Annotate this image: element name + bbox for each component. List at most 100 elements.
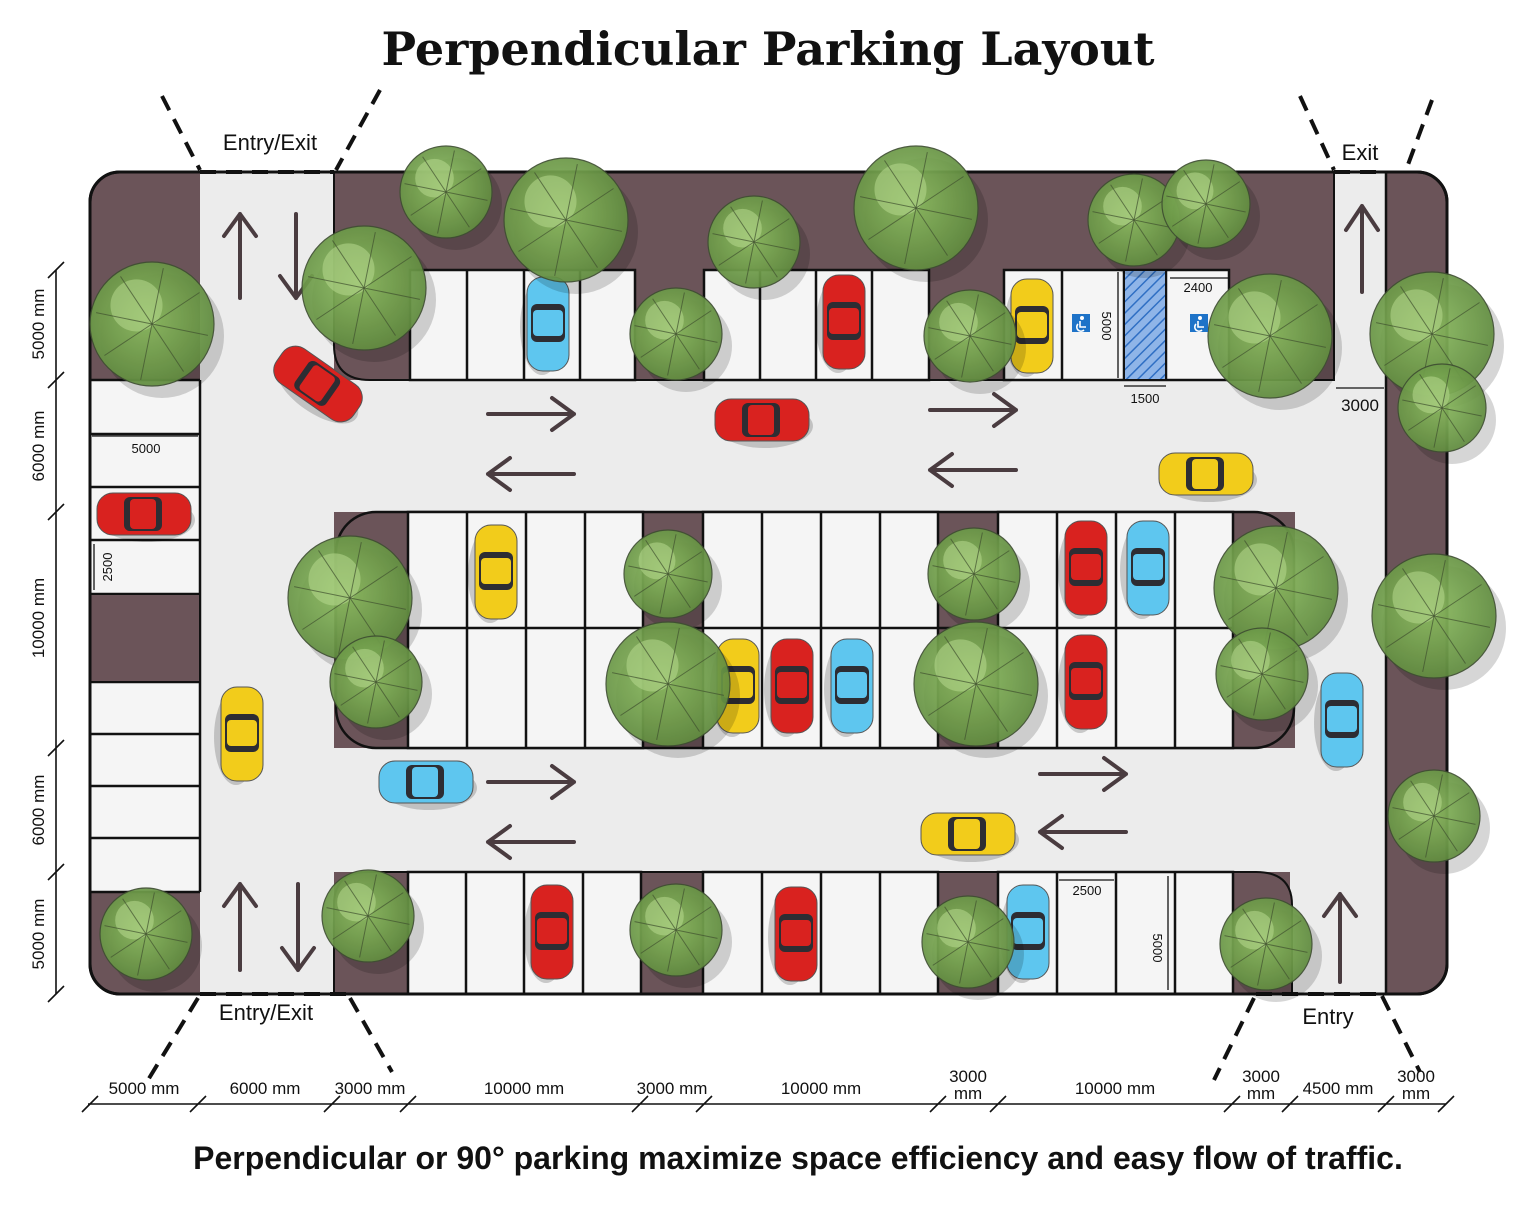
tree-icon <box>623 529 722 630</box>
car-icon <box>824 638 874 737</box>
dim-left-stall-depth: 2500 <box>100 553 115 582</box>
car-icon <box>1004 278 1054 377</box>
car-icon <box>273 345 363 424</box>
direction-arrow-icon <box>928 452 1018 488</box>
car-icon <box>96 492 195 542</box>
accessible-parking-icon <box>1072 314 1090 333</box>
direction-arrow-icon <box>928 392 1018 428</box>
tree-icon <box>629 883 732 988</box>
tree-icon <box>1371 553 1506 690</box>
tree-icon <box>89 261 224 398</box>
car-icon <box>1058 634 1108 733</box>
car-icon <box>764 638 814 737</box>
dim-bottom-stall-width: 2500 <box>1073 883 1102 898</box>
trees-layer <box>89 145 1506 1002</box>
car-icon <box>1120 520 1170 619</box>
car-icon <box>378 760 477 810</box>
left-dimension-label: 5000 mm <box>29 899 48 970</box>
dimension-tick <box>323 1095 341 1113</box>
gate-lines <box>146 89 1434 1082</box>
tree-icon <box>329 635 432 740</box>
dimension-tick <box>189 1095 207 1113</box>
direction-arrow-icon <box>1344 204 1380 294</box>
tree-icon <box>707 195 810 300</box>
car-icon <box>524 884 574 983</box>
car-icon <box>920 812 1019 862</box>
dimension-tick <box>81 1095 99 1113</box>
caption: Perpendicular or 90° parking maximize sp… <box>193 1140 1403 1176</box>
cars-layer <box>96 274 1364 985</box>
dim-right-lane: 3000 <box>1341 396 1379 415</box>
left-dimension-label: 6000 mm <box>29 411 48 482</box>
tree-icon <box>923 289 1026 394</box>
dimension-tick <box>1377 1095 1395 1113</box>
bottom-dimension-label: 5000 mm <box>109 1079 180 1098</box>
accessible-hatch <box>1123 269 1167 381</box>
tree-icon <box>921 895 1024 1000</box>
tree-icon <box>301 225 436 362</box>
left-dimension-label: 10000 mm <box>29 578 48 658</box>
car-icon <box>816 274 866 373</box>
tree-icon <box>1161 159 1260 260</box>
gate-label-bottom-left: Entry/Exit <box>219 1000 313 1025</box>
dimension-tick <box>1223 1095 1241 1113</box>
direction-arrow-icon <box>1038 814 1128 850</box>
bottom-dimension-label: 6000 mm <box>230 1079 301 1098</box>
car-icon <box>1158 452 1257 502</box>
bottom-dimension-label: 3000 mm <box>335 1079 406 1098</box>
tree-icon <box>1397 363 1496 464</box>
left-dimension-chain <box>47 261 65 1003</box>
direction-arrow-icon <box>1322 892 1358 984</box>
dim-bottom-stall-depth: 5000 <box>1150 934 1165 963</box>
dimension-tick <box>695 1095 713 1113</box>
direction-arrow-icon <box>222 212 258 300</box>
bottom-dimension-label: 10000 mm <box>781 1079 861 1098</box>
car-icon <box>714 398 813 448</box>
car-icon <box>520 276 570 375</box>
tree-icon <box>1207 273 1342 410</box>
tree-icon <box>321 869 424 974</box>
dimension-tick <box>929 1095 947 1113</box>
tree-icon <box>503 157 638 294</box>
dimension-tick <box>989 1095 1007 1113</box>
dimension-tick <box>631 1095 649 1113</box>
tree-icon <box>913 621 1048 758</box>
direction-arrow-icon <box>486 396 576 432</box>
tree-icon <box>399 145 502 250</box>
car-icon <box>768 886 818 985</box>
tree-icon <box>1219 897 1322 1002</box>
accessible-parking-icon <box>1190 314 1208 333</box>
dimension-tick <box>1437 1095 1455 1113</box>
left-dimension-label: 6000 mm <box>29 775 48 846</box>
bottom-dimension-label: 3000 mm <box>637 1079 708 1098</box>
tree-icon <box>629 287 732 392</box>
bottom-dimension-label: 10000 mm <box>1075 1079 1155 1098</box>
tree-icon <box>1387 769 1490 874</box>
direction-arrow-icon <box>486 824 576 860</box>
dimension-tick <box>399 1095 417 1113</box>
dimension-tick <box>1281 1095 1299 1113</box>
dim-left-stall-width: 5000 <box>132 441 161 456</box>
tree-icon <box>99 887 202 992</box>
car-icon <box>468 524 518 623</box>
gate-label-top-left: Entry/Exit <box>223 130 317 155</box>
page-title: Perpendicular Parking Layout <box>381 22 1155 76</box>
tree-icon <box>605 621 740 758</box>
direction-arrows <box>222 204 1380 984</box>
bottom-dimension-label: 4500 mm <box>1303 1079 1374 1098</box>
direction-arrow-icon <box>486 764 576 800</box>
bottom-dimension-label: 10000 mm <box>484 1079 564 1098</box>
tree-icon <box>853 145 988 282</box>
direction-arrow-icon <box>1038 756 1128 792</box>
direction-arrow-icon <box>222 882 258 972</box>
car-icon <box>214 686 264 785</box>
dim-hatch-width: 1500 <box>1131 391 1160 406</box>
dim-accessible-depth: 5000 <box>1099 312 1114 341</box>
left-dimension-label: 5000 mm <box>29 289 48 360</box>
car-icon <box>1314 672 1364 771</box>
tree-icon <box>927 527 1030 632</box>
